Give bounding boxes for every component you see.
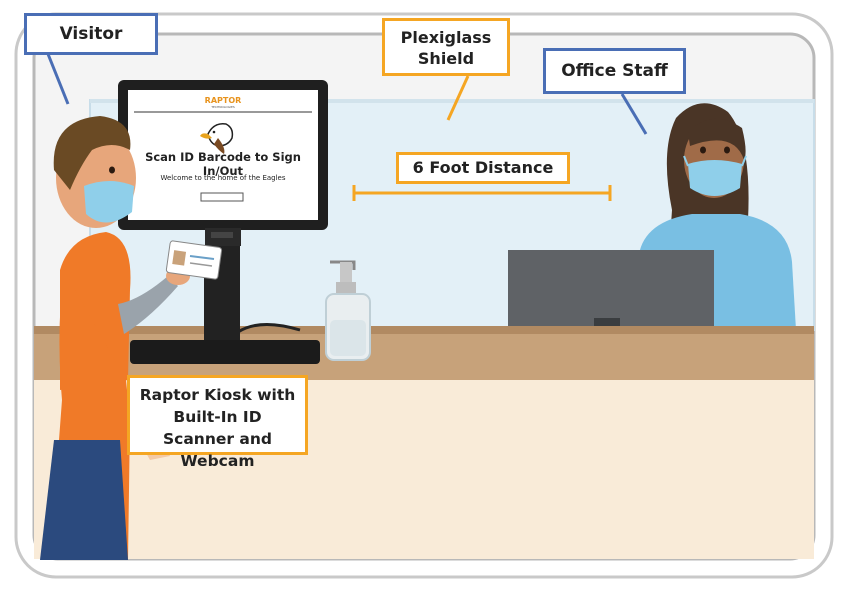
kiosk-base — [130, 340, 320, 364]
visitor-arm — [118, 276, 178, 334]
kiosk-heading: Scan ID Barcode to Sign In/Out — [145, 150, 301, 178]
kiosk-brand: RAPTOR TECHNOLOGIES — [190, 96, 256, 109]
raptor-logo: RAPTOR — [204, 96, 242, 105]
visitor-mask — [84, 181, 134, 223]
office-staff-label: Office Staff — [543, 48, 686, 94]
office-staff-figure — [636, 103, 796, 330]
id-card — [165, 240, 223, 280]
kiosk-welcome: Welcome to the home of the Eagles — [160, 174, 286, 182]
staff-monitor — [508, 250, 714, 330]
staff-mask — [688, 160, 742, 196]
kiosk-label: Raptor Kiosk with Built-In ID Scanner an… — [127, 375, 308, 470]
kiosk-screen-button — [200, 192, 244, 202]
visitor-pointer — [46, 53, 70, 105]
shield-pointer — [446, 75, 470, 121]
plexiglass-shield-label: Plexiglass Shield — [382, 18, 510, 76]
eagle-icon — [200, 122, 234, 154]
visitor-legs — [40, 440, 128, 560]
raptor-kiosk — [118, 80, 328, 364]
raptor-logo-sub: TECHNOLOGIES — [211, 105, 235, 109]
hand-sanitizer — [325, 260, 371, 361]
distance-label: 6 Foot Distance — [396, 152, 570, 184]
visitor-label: Visitor — [24, 13, 158, 55]
staff-pointer — [620, 93, 648, 135]
distance-arrow — [352, 185, 612, 201]
visitor-figure — [40, 116, 190, 560]
